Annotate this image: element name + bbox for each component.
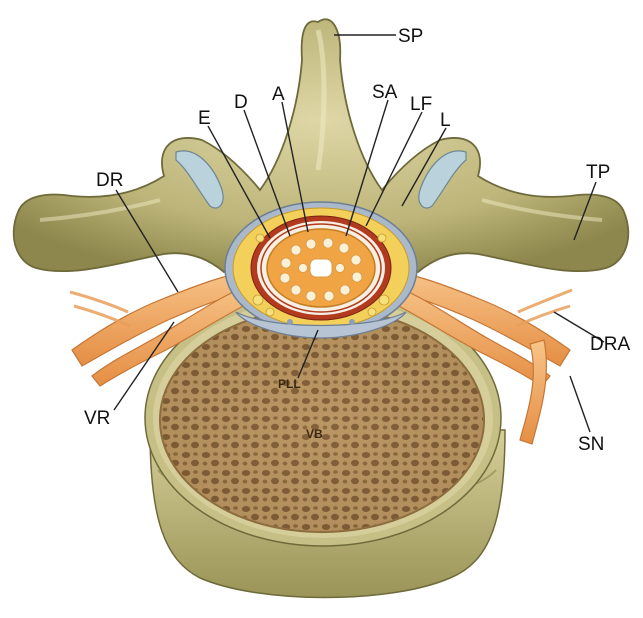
label-sn: SN bbox=[578, 434, 604, 455]
label-e: E bbox=[198, 108, 211, 129]
label-tp: TP bbox=[586, 162, 610, 183]
label-vb: VB bbox=[306, 427, 323, 441]
label-lf: LF bbox=[410, 94, 432, 115]
label-dra: DRA bbox=[590, 334, 630, 355]
label-pll: PLL bbox=[278, 377, 301, 391]
label-sp: SP bbox=[398, 26, 423, 47]
label-sa: SA bbox=[372, 82, 398, 103]
label-a: A bbox=[272, 84, 285, 105]
label-dr: DR bbox=[96, 170, 123, 191]
label-l: L bbox=[440, 110, 451, 131]
leader-sn bbox=[570, 376, 590, 432]
label-d: D bbox=[234, 92, 248, 113]
label-vr: VR bbox=[84, 408, 110, 429]
